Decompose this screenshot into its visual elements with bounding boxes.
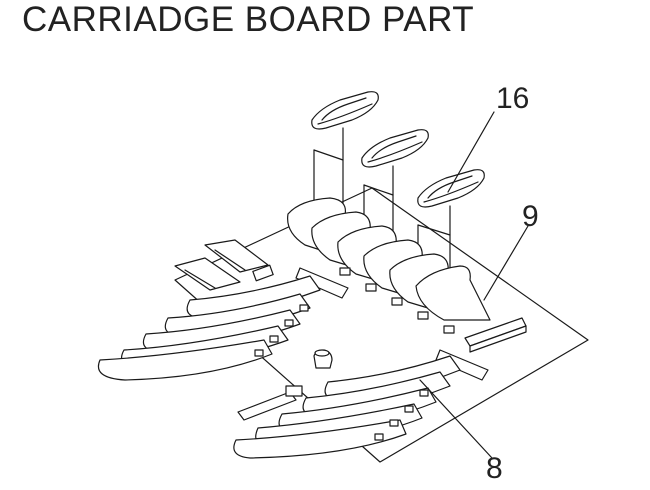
upper-flat-cables (287, 197, 527, 353)
page-title: CARRIADGE BOARD PART (22, 0, 475, 39)
left-ribbon-cables (97, 267, 349, 381)
board-capacitor (313, 349, 333, 369)
leader-16 (447, 111, 495, 193)
callout-9: 9 (522, 200, 539, 233)
board-edge-connectors (174, 239, 274, 291)
lower-ribbon-cables (233, 349, 489, 459)
ferrite-core-2 (361, 129, 429, 168)
ferrite-core-1 (311, 91, 379, 130)
leader-9 (483, 225, 529, 301)
leader-8 (419, 379, 493, 459)
ferrite-core-3 (417, 169, 485, 208)
callout-16: 16 (496, 82, 529, 115)
callout-8: 8 (486, 452, 503, 485)
